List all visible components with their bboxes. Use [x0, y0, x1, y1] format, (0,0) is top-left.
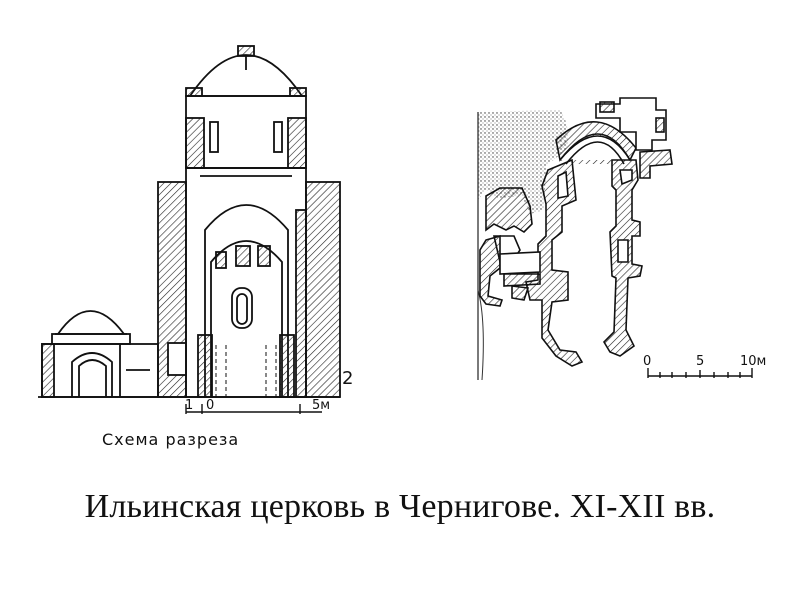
section-caption: Схема разреза: [102, 430, 240, 449]
section-scale-label-0: 0: [206, 398, 215, 413]
plan-scale-label-10m: 10м: [740, 354, 767, 369]
section-drawing: [38, 45, 341, 398]
plan-drawing: [477, 97, 673, 381]
plan-scale-label-0: 0: [643, 354, 652, 369]
section-scale-bar: [185, 404, 322, 414]
plan-scale-bar: [647, 368, 753, 378]
figure-number-label: 2: [342, 368, 354, 389]
page-title: Ильинская церковь в Чернигове. XI-XII вв…: [84, 488, 716, 525]
section-scale-label-5m: 5м: [312, 398, 331, 413]
section-scale-label-1: 1: [185, 398, 194, 413]
plan-scale-label-5: 5: [696, 354, 705, 369]
